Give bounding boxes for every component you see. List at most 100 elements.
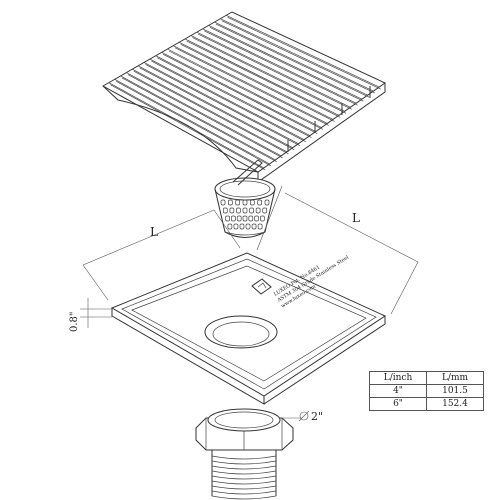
pan-right-side: [263, 316, 386, 405]
basket-hole: [260, 215, 265, 222]
basket-hole: [257, 199, 263, 206]
grate-ridge: [220, 18, 374, 92]
grate-ridge: [225, 15, 380, 88]
drain-body: [110, 252, 387, 405]
grate-ridge-shadow: [198, 33, 353, 110]
dimension-outlet: 2": [280, 410, 323, 423]
nut-top-inner: [214, 411, 274, 429]
grate-ridge: [126, 72, 282, 157]
grate-ridge-shadow: [151, 60, 306, 142]
pipe-thread: [211, 455, 277, 460]
grate-ridge-shadow: [145, 64, 301, 146]
grate-ridge: [108, 82, 264, 169]
spec-cell: 6": [369, 397, 427, 411]
threaded-pipe: [211, 450, 277, 496]
pipe-thread: [211, 495, 277, 500]
grate-cover: [101, 11, 386, 183]
basket-hole: [242, 215, 248, 222]
spec-cell: 152.4: [426, 397, 484, 411]
basket-hole: [233, 223, 239, 230]
grate-front-edge: [102, 85, 259, 173]
basket-hole: [222, 207, 228, 214]
grate-ridge-shadow: [133, 70, 289, 155]
basket-hole: [225, 215, 230, 222]
length-label-left: L: [150, 225, 158, 239]
grate-ridge-shadow: [204, 30, 358, 106]
grate-ridge: [202, 28, 357, 104]
pipe-thread: [211, 490, 277, 495]
spec-table: L/inch L/mm 4" 101.5 6" 152.4: [369, 371, 484, 411]
pipe-thread: [211, 475, 277, 480]
basket-hole: [231, 215, 236, 222]
outlet-label: 2": [311, 410, 323, 423]
basket-hole: [254, 215, 259, 222]
pipe-thread: [211, 470, 277, 475]
grate-ridge-shadow: [192, 37, 347, 114]
dimension-left-L: L: [82, 209, 241, 301]
pan-floor: [131, 265, 367, 382]
dim-ext-left-b: [213, 209, 241, 249]
outlet-hole-inner: [212, 321, 270, 347]
grate-ridge-shadow: [116, 80, 272, 167]
dim-ext-right-b: [390, 261, 419, 315]
grate-ridge: [173, 45, 328, 124]
brand-logo-mark: [257, 282, 267, 289]
basket-hole: [248, 215, 254, 222]
grate-ridge: [190, 35, 345, 112]
dim-ext-right-a: [256, 185, 283, 251]
grate-ridge: [196, 31, 351, 108]
basket-hole: [242, 199, 248, 206]
basket-rim-inner: [219, 180, 271, 198]
basket-hole: [229, 207, 235, 214]
grate-ridge: [179, 41, 334, 120]
table-row: 6" 152.4: [369, 397, 484, 411]
basket-holes: [220, 199, 270, 230]
grate-ridge: [149, 58, 305, 140]
grate-slots: [108, 15, 381, 171]
dim-height-lines: [80, 298, 112, 328]
outlet-fitting: [195, 408, 294, 500]
pipe-thread: [211, 460, 277, 465]
dim-line-right: [284, 192, 419, 263]
basket-hole: [255, 207, 261, 214]
basket-hole: [249, 207, 254, 214]
hair-catcher-basket: [214, 159, 276, 238]
grate-ridge: [155, 55, 311, 136]
pan-front-side: [111, 308, 265, 405]
basket-bottom: [224, 231, 266, 236]
grate-ridge-shadow: [186, 40, 341, 118]
grate-ridge: [138, 65, 293, 149]
basket-hole: [236, 207, 241, 214]
grate-ridge: [161, 52, 316, 132]
grate-ridge: [214, 21, 368, 96]
basket-hole: [249, 199, 255, 206]
grate-ridge-shadow: [110, 84, 266, 171]
grate-ridge: [167, 48, 322, 128]
spec-table-header: L/inch L/mm: [369, 371, 484, 385]
length-label-right: L: [352, 211, 360, 225]
outlet-hole-outer: [204, 315, 278, 349]
basket-hole: [251, 223, 257, 230]
pipe-threads: [211, 455, 277, 500]
grate-ridge-shadow: [162, 54, 318, 134]
grate-ridge-shadow: [168, 50, 324, 130]
grate-ridge-shadow: [221, 20, 376, 94]
basket-handle: [232, 159, 263, 186]
height-label: 0.8": [69, 311, 80, 332]
table-row: 4" 101.5: [369, 384, 484, 398]
diameter-slash: [298, 410, 310, 422]
grate-ridge: [132, 68, 288, 153]
pan-inner-rim: [121, 258, 377, 390]
basket-hole: [220, 199, 226, 206]
grate-ridge: [114, 78, 270, 165]
grate-ridge-shadow: [127, 74, 283, 159]
dim-line-left: [82, 209, 215, 266]
grate-ridge: [184, 38, 339, 116]
spec-header-mm: L/mm: [426, 371, 484, 385]
basket-hole: [236, 215, 242, 222]
basket-hole: [239, 223, 245, 230]
grate-ridge-shadow: [174, 47, 329, 126]
grate-ridge-shadow: [157, 57, 312, 138]
grate-ridge-shadow: [121, 77, 277, 163]
